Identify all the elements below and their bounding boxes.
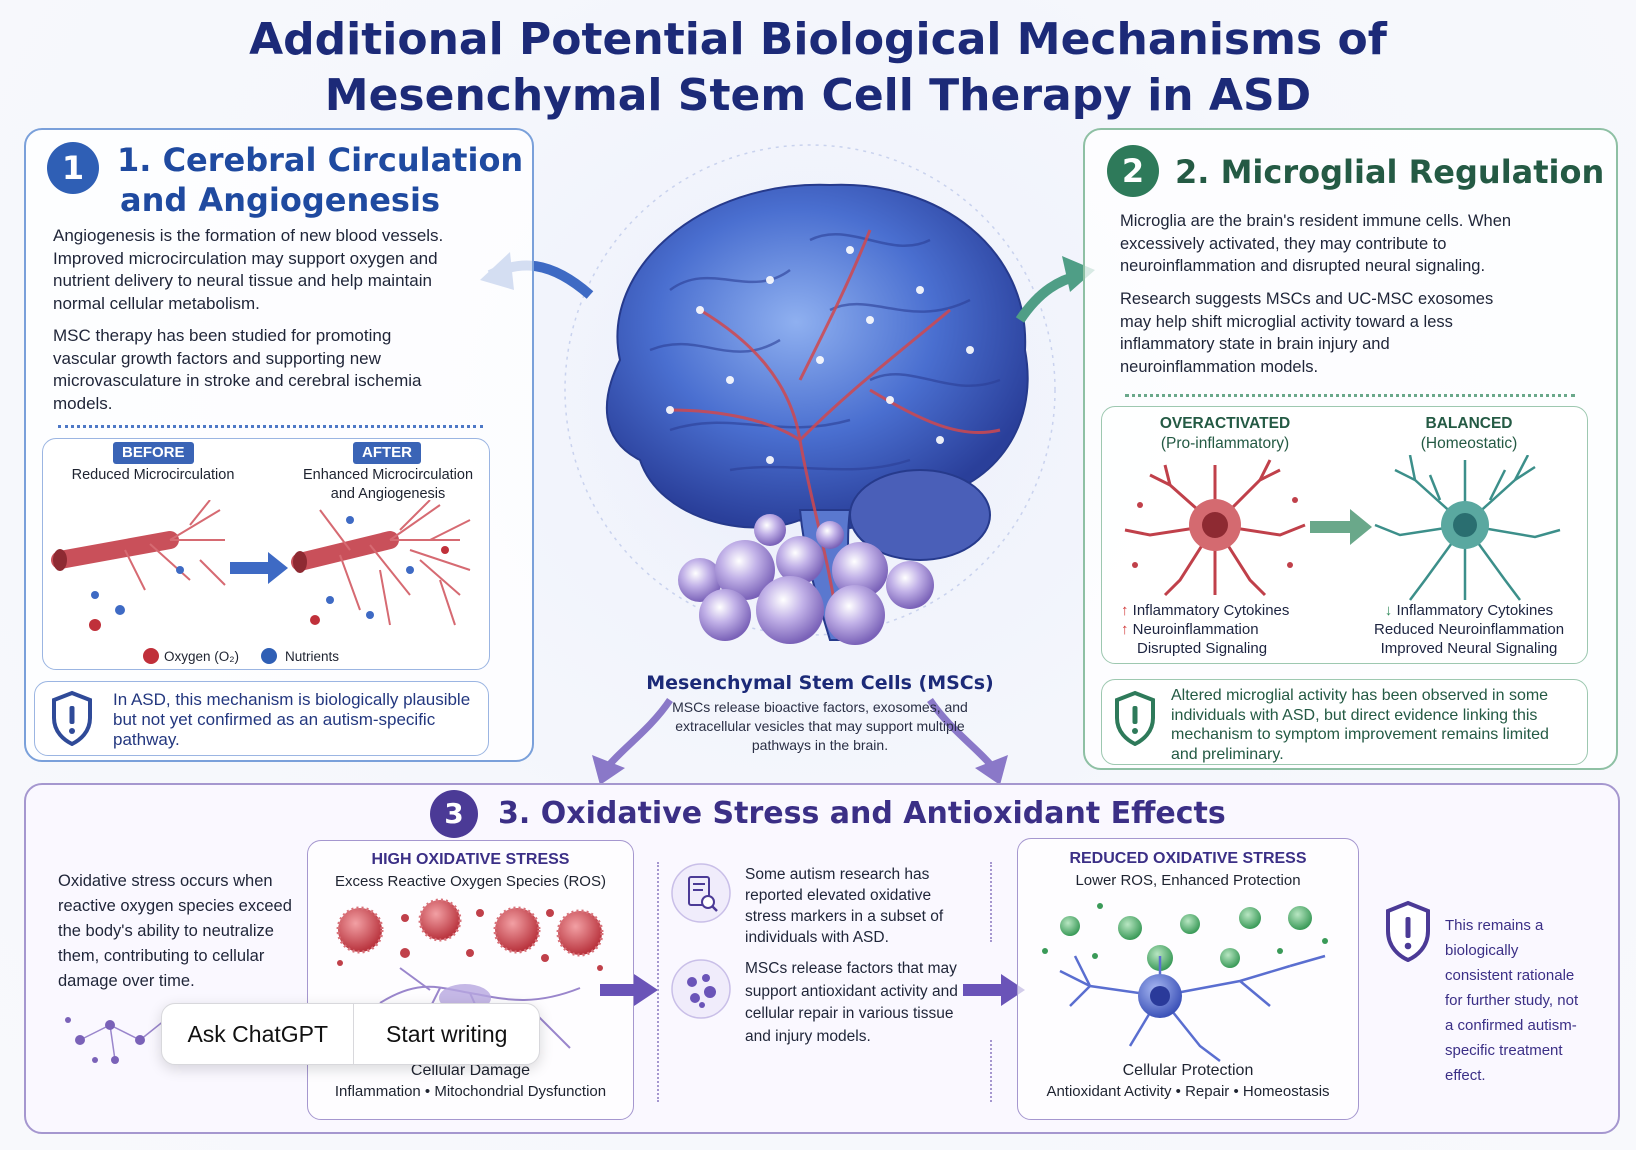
after-caption-line2: and Angiogenesis <box>330 486 446 502</box>
msc-cluster <box>678 514 934 645</box>
overactivated-label: OVERACTIVATED (Pro-inflammatory) <box>1130 414 1320 454</box>
healthy-neuron <box>1059 954 1326 1062</box>
divider <box>58 425 483 428</box>
microglia-comparison <box>1101 406 1588 664</box>
divider <box>657 862 659 1102</box>
balanced-list: ↓ Inflammatory Cytokines Reduced Neuroin… <box>1374 601 1564 658</box>
balanced-label: BALANCED (Homeostatic) <box>1374 414 1564 454</box>
after-tag: AFTER <box>353 442 421 464</box>
damage-title: Cellular Damage <box>410 1062 531 1079</box>
section1-note <box>34 681 489 756</box>
arrow-high-to-mid <box>600 974 658 1006</box>
over-to-balanced-arrow <box>1310 509 1372 545</box>
ask-chatgpt-button[interactable]: Ask ChatGPT <box>187 1021 329 1047</box>
list-item: Improved Neural Signaling <box>1380 640 1558 657</box>
protect-sub: Antioxidant Activity • Repair • Homeosta… <box>1046 1083 1330 1100</box>
protected-cell-illustration <box>1042 903 1328 1062</box>
arrow-mid-to-reduced <box>963 974 1025 1006</box>
brain-cortex <box>605 183 1029 530</box>
section2-para2: Research suggests MSCs and UC-MSC exosom… <box>1120 290 1494 376</box>
msc-factors-icon <box>671 959 731 1019</box>
section2-note-text: Altered microglial activity has been obs… <box>1171 687 1549 763</box>
title-line-1: Additional Potential Biological Mechanis… <box>249 14 1387 65</box>
divider <box>1125 394 1575 397</box>
antioxidant-particles <box>1060 906 1312 971</box>
before-after-arrow <box>230 552 288 584</box>
high-oxidative-stress-box <box>307 840 634 1120</box>
section3-intro: Oxidative stress occurs when reactive ox… <box>58 872 292 990</box>
research-document-icon <box>671 863 731 923</box>
section3-note-text: This remains a biologically consistent r… <box>1445 917 1579 1084</box>
section3-number: 3 <box>430 790 478 838</box>
section2-para1: Microglia are the brain's resident immun… <box>1120 212 1512 275</box>
section1-note-text: In ASD, this mechanism is biologically p… <box>113 690 471 749</box>
msc-info: Mesenchymal Stem Cells (MSCs) MSCs relea… <box>640 670 1000 755</box>
reduced-stress-title: REDUCED OXIDATIVE STRESS <box>1069 850 1307 867</box>
overactivated-title: OVERACTIVATED <box>1159 415 1291 432</box>
divider <box>990 1040 992 1102</box>
microglia-illustration <box>1124 455 1561 601</box>
shield-icon <box>52 690 92 746</box>
list-item: ↑ Inflammatory Cytokines <box>1121 602 1290 619</box>
high-stress-title: HIGH OXIDATIVE STRESS <box>371 851 570 868</box>
legend-oxygen: Oxygen (O₂) <box>164 649 240 664</box>
shield-icon <box>1386 900 1430 962</box>
after-caption: Enhanced Microcirculation and Angiogenes… <box>293 466 483 504</box>
section3-heading: 3. Oxidative Stress and Antioxidant Effe… <box>498 796 1226 831</box>
list-item: ↑ Neuroinflammation <box>1121 621 1259 638</box>
vessel-illustration <box>51 500 471 631</box>
after-vessel <box>291 500 471 626</box>
msc-title: Mesenchymal Stem Cells (MSCs) <box>646 672 994 694</box>
molecule-icon <box>65 1016 169 1064</box>
shield-icon <box>1115 690 1155 746</box>
start-writing-button[interactable]: Start writing <box>386 1021 508 1047</box>
overactivated-list: ↑ Inflammatory Cytokines ↑ Neuroinflamma… <box>1121 601 1289 658</box>
list-item: ↓ Inflammatory Cytokines <box>1384 602 1554 619</box>
list-item: Disrupted Signaling <box>1137 640 1268 657</box>
high-stress-sub: Excess Reactive Oxygen Species (ROS) <box>335 873 606 890</box>
section1-para1: Angiogenesis is the formation of new blo… <box>53 226 444 313</box>
divider <box>990 862 992 942</box>
section3-mid-text1: Some autism research has reported elevat… <box>745 866 944 946</box>
damage-sub: Inflammation • Mitochondrial Dysfunction <box>334 1083 607 1100</box>
title-line-2: Mesenchymal Stem Cell Therapy in ASD <box>324 70 1312 121</box>
balanced-title: BALANCED <box>1425 415 1513 432</box>
section2-number: 2 <box>1107 145 1159 197</box>
ros-illustration <box>336 898 604 1049</box>
ros-particles <box>336 898 604 957</box>
before-vessel <box>51 500 226 631</box>
protect-title: Cellular Protection <box>1122 1062 1254 1079</box>
text-selection-popup: Ask ChatGPT Start writing <box>161 1003 540 1065</box>
brain-illustration <box>480 140 1095 645</box>
balanced-sub: (Homeostatic) <box>1420 435 1518 452</box>
section1-para2: MSC therapy has been studied for promoti… <box>53 326 422 413</box>
msc-text: MSCs release bioactive factors, exosomes… <box>672 699 968 753</box>
before-caption: Reduced Microcirculation <box>71 467 235 483</box>
oxygen-icon <box>143 648 159 664</box>
section1-heading-line1: 1. Cerebral Circulation <box>117 141 524 179</box>
legend-nutrients: Nutrients <box>285 649 340 664</box>
arrows-to-section3 <box>592 698 1008 785</box>
after-caption-line1: Enhanced Microcirculation <box>302 467 474 483</box>
list-item: Reduced Neuroinflammation <box>1374 621 1565 638</box>
divider <box>353 1004 355 1064</box>
section3-mid-text2: MSCs release factors that may support an… <box>745 960 958 1045</box>
before-tag: BEFORE <box>113 442 194 464</box>
nutrients-icon <box>261 648 277 664</box>
section1-heading-line2: and Angiogenesis <box>120 181 440 219</box>
section2-note <box>1101 679 1588 765</box>
reduced-stress-sub: Lower ROS, Enhanced Protection <box>1075 872 1301 889</box>
page-title: Additional Potential Biological Mechanis… <box>0 12 1636 124</box>
section1-heading: 1. Cerebral Circulation and Angiogenesis <box>117 140 523 220</box>
section2-heading: 2. Microglial Regulation <box>1175 153 1605 191</box>
overactivated-sub: (Pro-inflammatory) <box>1160 435 1290 452</box>
section1-number: 1 <box>47 142 99 194</box>
